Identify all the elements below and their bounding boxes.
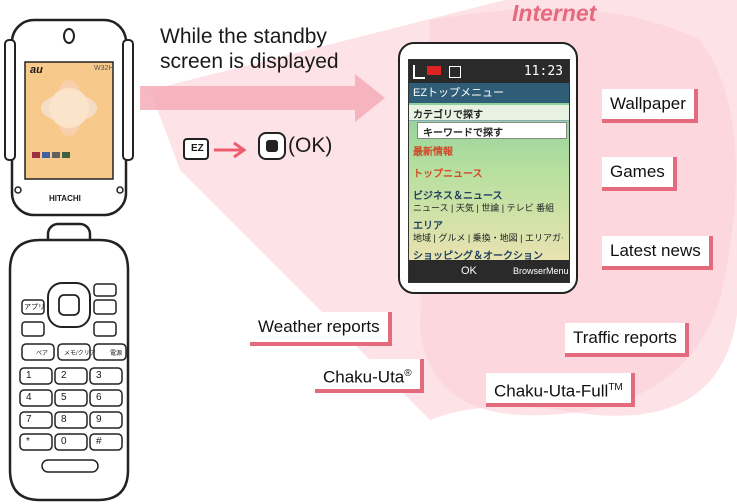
phone-key-0: 0 — [61, 436, 67, 447]
menu-item-business-links[interactable]: ニュース | 天気 | 世論 | テレビ 番組 — [413, 203, 555, 213]
select-key-icon — [266, 140, 278, 152]
ez-key: EZ — [183, 138, 209, 160]
tag-wallpaper: Wallpaper — [602, 89, 698, 123]
phone-key-app: アプリ — [24, 304, 45, 311]
phone-key-pair: ペア — [36, 351, 49, 357]
phone-maker-label: HITACHI — [49, 194, 81, 203]
menu-item-shopping[interactable]: ショッピング＆オークション — [413, 251, 543, 262]
right-arrow-icon — [214, 141, 247, 159]
tag-chaku-uta: Chaku-Uta® — [315, 359, 424, 393]
status-bar: 11:23 — [409, 60, 569, 83]
keyword-search-row[interactable] — [417, 122, 567, 139]
phone-key-7: 7 — [26, 414, 32, 425]
center-select-key — [258, 132, 286, 160]
phone-model-label: W32H — [94, 65, 114, 72]
phone-key-memo: メモ/クリア — [64, 351, 96, 357]
intro-line-2: screen is displayed — [160, 50, 339, 73]
tag-latest-news: Latest news — [602, 236, 713, 270]
phone-key-5: 5 — [61, 392, 67, 403]
menu-item-topnews[interactable]: トップニュース — [413, 169, 483, 180]
phone-brand-logo: au — [30, 64, 43, 76]
menu-item-business[interactable]: ビジネス＆ニュース — [413, 191, 503, 202]
menu-item-area-links[interactable]: 地域 | グルメ | 乗換・地図 | エリアガイド — [413, 233, 563, 243]
ez-menu-list: カテゴリで探す キーワードで探す 最新情報 トップニュース ビジネス＆ニュース … — [409, 103, 569, 262]
phone-key-star: * — [26, 436, 30, 447]
battery-icon — [427, 66, 441, 75]
ez-menu-title: EZトップメニュー — [409, 83, 569, 103]
chaku-uta-full-label: Chaku-Uta-Full — [494, 381, 609, 401]
phone-key-9: 9 — [96, 414, 102, 425]
ez-status-icon — [449, 66, 461, 78]
menu-item-category[interactable]: カテゴリで探す — [413, 110, 483, 121]
signal-icon — [413, 65, 425, 79]
phone-key-1: 1 — [26, 370, 32, 381]
softkey-bar: OK BrowserMenu — [409, 260, 569, 282]
ez-key-label: EZ — [191, 143, 204, 154]
intro-line-1: While the standby — [160, 25, 327, 48]
menu-item-keyword[interactable]: キーワードで探す — [423, 128, 503, 139]
phone-key-6: 6 — [96, 392, 102, 403]
status-time: 11:23 — [523, 64, 563, 79]
tag-weather-reports: Weather reports — [250, 312, 392, 346]
registered-mark: ® — [404, 368, 412, 379]
phone-key-3: 3 — [96, 370, 102, 381]
menu-item-latest[interactable]: 最新情報 — [413, 147, 453, 158]
tag-games: Games — [602, 157, 677, 191]
internet-title: Internet — [512, 0, 597, 26]
menu-item-area[interactable]: エリア — [413, 221, 443, 232]
phone-key-hash: # — [96, 436, 102, 447]
ok-text: (OK) — [288, 134, 333, 157]
ez-menu-screen: 11:23 EZトップメニュー カテゴリで探す キーワードで探す 最新情報 トッ… — [408, 59, 570, 283]
softkey-browser-menu[interactable]: BrowserMenu — [513, 266, 569, 276]
phone-key-2: 2 — [61, 370, 67, 381]
trademark-mark: TM — [608, 382, 623, 393]
phone-key-4: 4 — [26, 392, 32, 403]
tag-chaku-uta-full: Chaku-Uta-FullTM — [486, 373, 635, 407]
category-header-row[interactable] — [409, 105, 569, 121]
big-arrow — [140, 74, 385, 122]
phone-key-8: 8 — [61, 414, 67, 425]
flip-phone — [4, 18, 134, 502]
phone-key-call: 電源 — [110, 351, 123, 357]
softkey-ok[interactable]: OK — [461, 265, 477, 277]
chaku-uta-label: Chaku-Uta — [323, 367, 405, 387]
tag-traffic-reports: Traffic reports — [565, 323, 689, 357]
